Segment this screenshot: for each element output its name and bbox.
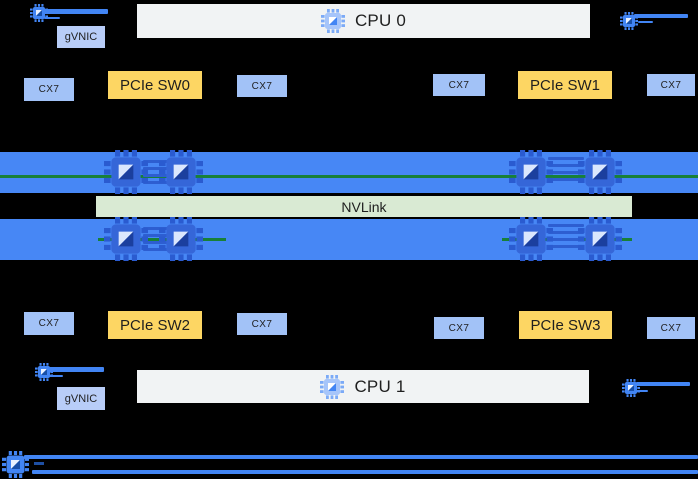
- cx7-nic-box: CX7: [647, 317, 695, 339]
- gvnic-box: gVNIC: [57, 26, 105, 48]
- cx7-nic-box: CX7: [434, 317, 484, 339]
- gvnic-label: gVNIC: [64, 392, 98, 405]
- cx7-nic-box: CX7: [24, 312, 74, 335]
- network-chip-icon: [2, 451, 29, 478]
- cx7-label: CX7: [660, 79, 682, 91]
- network-link-line: [48, 375, 63, 377]
- gvnic-label: gVNIC: [64, 31, 98, 43]
- pcie-sw0-label: PCIe SW0: [119, 76, 191, 94]
- cx7-nic-box: CX7: [647, 74, 695, 96]
- gpu-chip-icon: [159, 217, 203, 261]
- cx7-label: CX7: [251, 318, 273, 330]
- cpu0-box: CPU 0: [137, 4, 590, 38]
- pcie-sw1-box: PCIe SW1: [518, 71, 612, 99]
- footer-connector-dash: [34, 462, 44, 465]
- cx7-label: CX7: [38, 84, 60, 95]
- pcie-sw3-label: PCIe SW3: [530, 316, 601, 334]
- network-link-line: [636, 382, 690, 386]
- cpu1-label: CPU 1: [354, 376, 406, 396]
- gpu-chip-icon: [509, 217, 553, 261]
- gpu-chip-icon: [159, 150, 203, 194]
- nic-chip-icon: [620, 12, 638, 30]
- gvnic-box: gVNIC: [57, 387, 105, 410]
- nic-chip-icon: [622, 379, 640, 397]
- gpu-chip-icon: [104, 217, 148, 261]
- cpu-chip-icon: [320, 375, 344, 399]
- gpu-chip-icon: [578, 150, 622, 194]
- network-link-line: [638, 21, 653, 23]
- nic-chip-icon: [35, 363, 53, 381]
- gpu-link-dashes: [548, 157, 584, 181]
- network-link-line: [44, 17, 60, 19]
- cx7-label: CX7: [660, 322, 682, 334]
- cpu1-box: CPU 1: [137, 370, 589, 403]
- cx7-label: CX7: [251, 80, 273, 92]
- footer-network-line: [32, 470, 698, 474]
- footer-network-line: [24, 455, 698, 459]
- cx7-nic-box: CX7: [433, 74, 485, 96]
- gpu-chip-icon: [578, 217, 622, 261]
- cx7-label: CX7: [38, 318, 60, 329]
- network-link-line: [46, 367, 104, 372]
- network-link-line: [44, 9, 108, 14]
- cpu0-label: CPU 0: [354, 11, 407, 30]
- pcie-sw1-label: PCIe SW1: [529, 76, 601, 94]
- network-link-line: [634, 14, 688, 18]
- cx7-label: CX7: [448, 322, 470, 334]
- gpu-link-dashes: [143, 160, 169, 184]
- pcie-sw0-box: PCIe SW0: [108, 71, 202, 99]
- nvlink-label: NVLink: [341, 198, 387, 215]
- gpu-link-dashes: [143, 227, 169, 251]
- nic-chip-icon: [30, 4, 48, 22]
- cx7-label: CX7: [448, 79, 470, 91]
- pcie-sw2-box: PCIe SW2: [108, 311, 202, 339]
- cpu-chip-icon: [321, 9, 345, 33]
- gpu-link-dashes: [548, 224, 584, 248]
- network-link-line: [634, 390, 648, 392]
- gpu-chip-icon: [509, 150, 553, 194]
- cx7-nic-box: CX7: [237, 313, 287, 335]
- pcie-sw2-label: PCIe SW2: [119, 316, 191, 334]
- nvlink-bus-line: [0, 175, 698, 178]
- cx7-nic-box: CX7: [24, 78, 74, 101]
- cx7-nic-box: CX7: [237, 75, 287, 97]
- gpu-chip-icon: [104, 150, 148, 194]
- pcie-sw3-box: PCIe SW3: [519, 311, 612, 339]
- nvlink-box: NVLink: [96, 196, 632, 217]
